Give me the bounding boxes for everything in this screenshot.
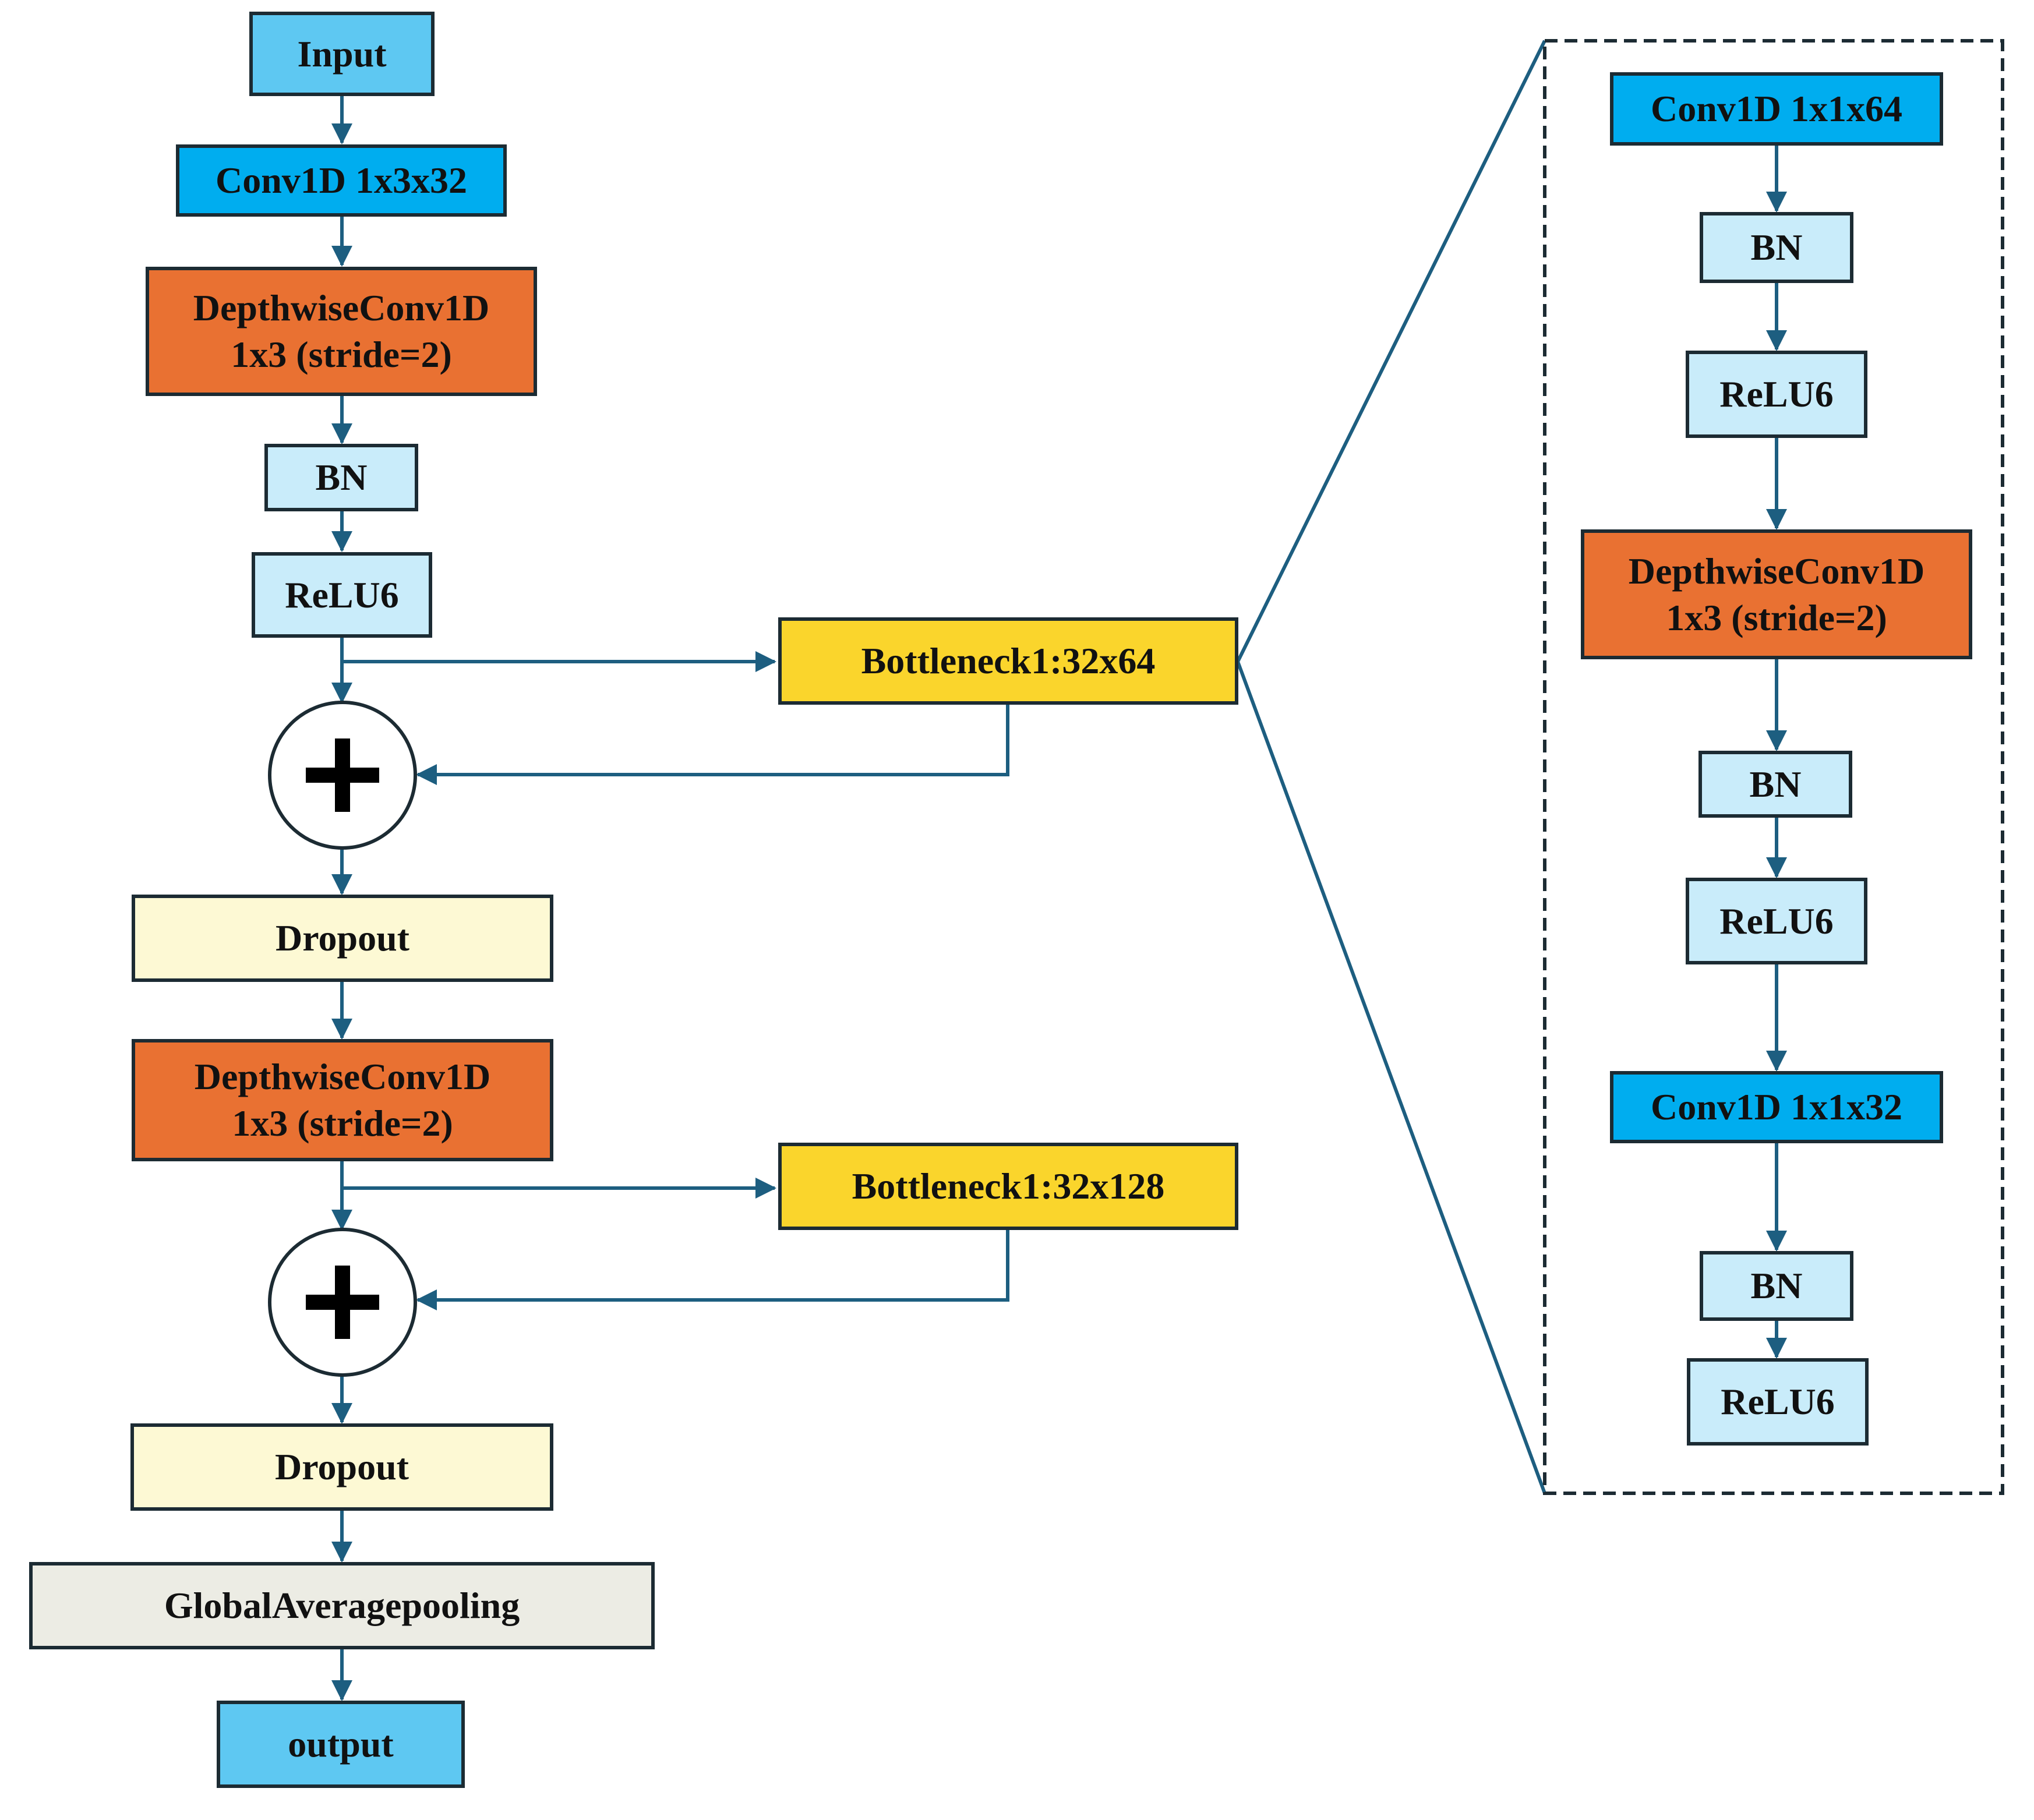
bottleneck-block-1: Bottleneck1:32x64 [778, 617, 1238, 705]
detail-conv1d-project-block: Conv1D 1x1x32 [1610, 1071, 1943, 1143]
detail-relu6-block-2: ReLU6 [1686, 878, 1867, 964]
depthwise-conv-block-2: DepthwiseConv1D 1x3 (stride=2) [132, 1039, 553, 1161]
plus-icon [271, 1231, 414, 1373]
depthwise-conv-label-line2: 1x3 (stride=2) [1666, 596, 1887, 638]
dropout-label: Dropout [276, 917, 409, 959]
global-average-pooling-label: GlobalAveragepooling [164, 1585, 520, 1626]
bn-label: BN [1749, 763, 1802, 805]
arrow-bottleneck2-to-add2 [416, 1229, 1009, 1310]
detail-relu6-block-1: ReLU6 [1686, 351, 1867, 438]
output-label: output [288, 1723, 394, 1765]
detail-depthwise-conv-block: DepthwiseConv1D 1x3 (stride=2) [1581, 529, 1972, 659]
bn-label: BN [315, 457, 368, 498]
arrow-bottleneck1-to-add1 [416, 703, 1009, 785]
bottleneck-block-2: Bottleneck1:32x128 [778, 1143, 1238, 1230]
zoom-line-bottom [1236, 660, 1546, 1494]
add-node-1 [268, 701, 417, 850]
bn-label: BN [1750, 1265, 1803, 1306]
zoom-line-top [1236, 40, 1546, 663]
bn-label: BN [1750, 227, 1803, 268]
bn-block-1: BN [264, 444, 418, 511]
depthwise-conv-label-line2: 1x3 (stride=2) [232, 1102, 453, 1144]
relu6-label: ReLU6 [1719, 373, 1834, 415]
bottleneck-label: Bottleneck1:32x128 [852, 1165, 1165, 1207]
global-average-pooling-block: GlobalAveragepooling [29, 1562, 655, 1649]
detail-panel-frame [1543, 39, 2004, 1495]
add-node-2 [268, 1228, 417, 1377]
conv1d-1x3x32-block: Conv1D 1x3x32 [176, 144, 507, 217]
plus-icon [271, 704, 414, 846]
detail-conv1d-expand-block: Conv1D 1x1x64 [1610, 72, 1943, 146]
detail-bn-block-2: BN [1698, 751, 1852, 818]
detail-relu6-block-3: ReLU6 [1687, 1358, 1869, 1446]
detail-bn-block-1: BN [1700, 212, 1853, 283]
relu6-label: ReLU6 [1719, 900, 1834, 942]
output-block: output [217, 1701, 465, 1788]
input-block: Input [249, 12, 435, 96]
dropout-block-1: Dropout [132, 895, 553, 982]
depthwise-conv-block-1: DepthwiseConv1D 1x3 (stride=2) [146, 267, 537, 396]
bottleneck-label: Bottleneck1:32x64 [861, 640, 1156, 681]
depthwise-conv-label-line1: DepthwiseConv1D [194, 1056, 491, 1097]
relu6-label: ReLU6 [285, 574, 399, 616]
conv1d-label: Conv1D 1x1x64 [1650, 88, 1903, 129]
depthwise-conv-label-line1: DepthwiseConv1D [1628, 550, 1925, 592]
detail-bn-block-3: BN [1700, 1251, 1853, 1321]
conv1d-label: Conv1D 1x1x32 [1650, 1086, 1903, 1128]
depthwise-conv-label-line1: DepthwiseConv1D [193, 287, 490, 328]
dropout-label: Dropout [275, 1446, 409, 1487]
input-label: Input [297, 33, 387, 75]
relu6-block-1: ReLU6 [252, 552, 432, 638]
conv1d-label: Conv1D 1x3x32 [215, 160, 468, 201]
depthwise-conv-label-line2: 1x3 (stride=2) [231, 334, 452, 375]
dropout-block-2: Dropout [130, 1423, 553, 1511]
relu6-label: ReLU6 [1721, 1381, 1835, 1422]
